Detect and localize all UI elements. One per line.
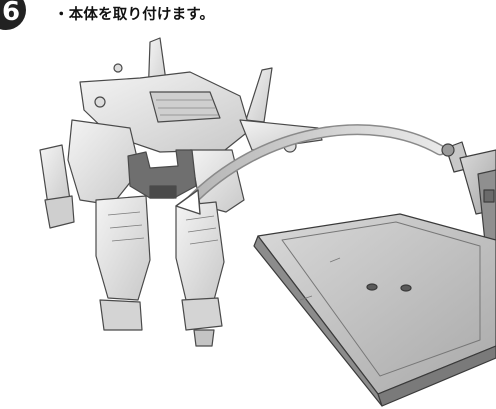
arrow-head-icon <box>175 189 201 215</box>
step-number-badge: 6 <box>0 0 26 30</box>
instruction-text: ・本体を取り付けます。 <box>54 7 215 23</box>
step-number: 6 <box>1 0 21 27</box>
attach-arrow <box>175 124 446 215</box>
stand-arm <box>441 141 496 253</box>
robot-figure <box>39 37 323 347</box>
display-stand-base <box>253 213 496 407</box>
